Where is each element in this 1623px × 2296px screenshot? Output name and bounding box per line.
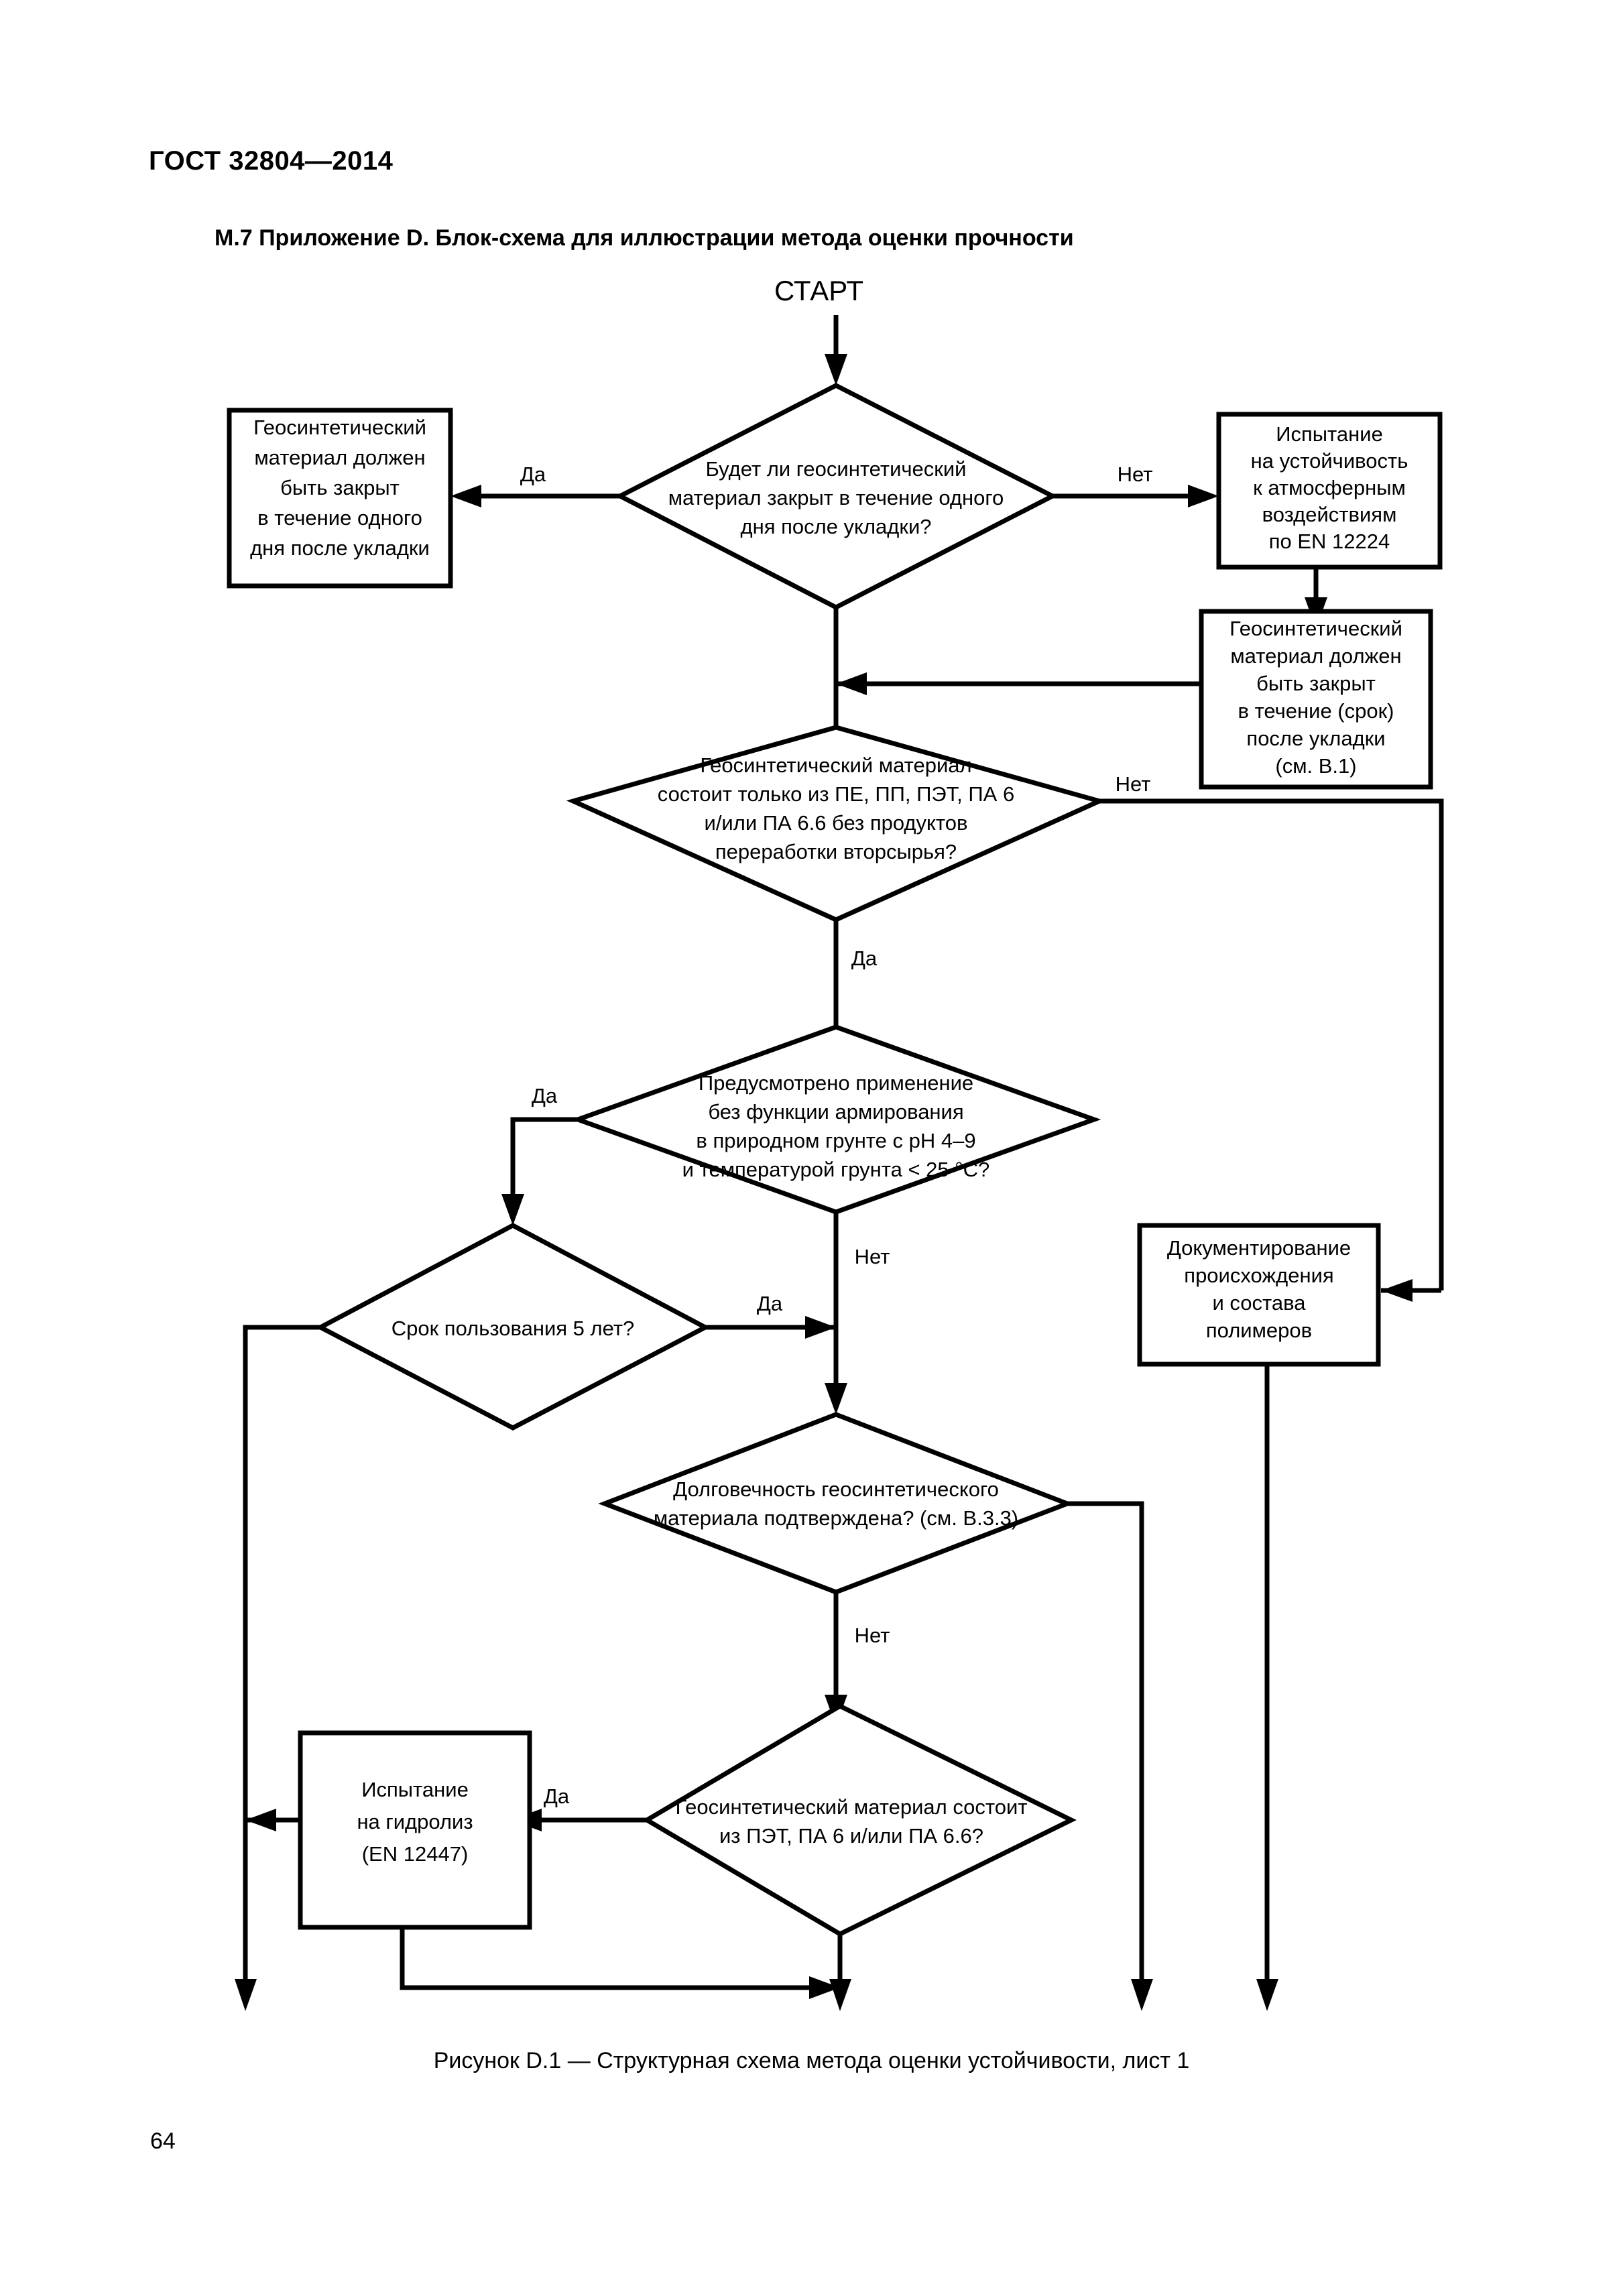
node-box-one-day-line-3: быть закрыт (280, 476, 400, 499)
edge-label-decision1-no: Нет (1118, 463, 1153, 486)
node-box-weathering-line-4: воздействиям (1262, 503, 1397, 526)
arrowhead-decision1-yes (450, 485, 481, 507)
node-decision-polymer-composition[interactable] (566, 725, 1107, 922)
node-box-one-day-line-2: материал должен (254, 446, 425, 469)
node-decision2-line-4: переработки вторсырья? (715, 840, 957, 863)
node-decision2-line-1: Геосинтетический материал (700, 753, 971, 777)
node-box-weathering-line-3: к атмосферным (1253, 476, 1406, 499)
flowchart-start-label: СТАРТ (774, 275, 863, 306)
edge-label-service-life-yes: Да (757, 1292, 783, 1315)
arrowhead-bottom-4 (1256, 1979, 1278, 2011)
node-decision2-line-3: и/или ПА 6.6 без продуктов (705, 811, 968, 835)
node-decision-pet-pa[interactable] (642, 1703, 1077, 1937)
document-header: ГОСТ 32804—2014 (149, 146, 394, 176)
node-decision-durability[interactable] (598, 1412, 1074, 1595)
arrowhead-service-life-yes (805, 1316, 836, 1339)
node-box-weathering-line-1: Испытание (1276, 422, 1383, 446)
edge-durability-yes-rail (1067, 1501, 1144, 1988)
node-decision3-line-2: без функции армирования (708, 1100, 963, 1124)
node-box-documentation-line-4: полимеров (1206, 1319, 1312, 1342)
edge-label-decision2-no: Нет (1116, 772, 1151, 796)
edge-label-decision3-yes: Да (532, 1084, 558, 1107)
node-decision1-line-2: материал закрыт в течение одного (668, 486, 1004, 509)
arrowhead-bottom-2 (829, 1979, 851, 2011)
node-decision2-line-2: состоит только из ПЕ, ПП, ПЭТ, ПА 6 (658, 782, 1014, 806)
node-box-cover-line-1: Геосинтетический (1229, 617, 1402, 640)
node-decision3-line-3: в природном грунте с pH 4–9 (696, 1129, 975, 1152)
node-decision-durability-line-1: Долговечность геосинтетического (673, 1477, 999, 1501)
node-box-hydrolysis-test[interactable] (298, 1730, 532, 1930)
node-box-one-day[interactable] (227, 408, 453, 589)
arrowhead-bottom-1 (235, 1979, 257, 2011)
arrowhead-hydrolysis-join (809, 1976, 840, 1999)
node-box-cover-line-6: (см. B.1) (1275, 754, 1356, 778)
edge-decision3-yes (510, 1117, 578, 1207)
node-decision1-line-3: дня после укладки? (740, 515, 931, 538)
arrowhead-bottom-3 (1131, 1979, 1153, 2011)
edge-label-durability-no: Нет (855, 1624, 890, 1647)
node-box-cover-period[interactable] (1199, 609, 1433, 790)
node-decision-durability-line-2: материала подтверждена? (см. B.3.3) (654, 1506, 1018, 1530)
arrowhead-start (825, 354, 847, 385)
figure-caption: Рисунок D.1 — Структурная схема метода о… (433, 2048, 1190, 2073)
node-decision3-line-4: и температурой грунта < 25 °С? (682, 1158, 990, 1181)
arrowhead-service-life-in (501, 1194, 524, 1225)
node-box-hydrolysis-line-1: Испытание (361, 1778, 469, 1801)
node-box-weathering-line-2: на устойчивость (1251, 449, 1408, 473)
edge-decision2-no (1099, 798, 1444, 1290)
arrowhead-cover-to-trunk (836, 672, 867, 695)
page-number: 64 (150, 2128, 176, 2154)
node-box-hydrolysis-line-2: на гидролиз (357, 1810, 473, 1833)
node-decision-petpa-line-2: из ПЭТ, ПА 6 и/или ПА 6.6? (719, 1824, 983, 1848)
node-decision3-line-1: Предусмотрено применение (699, 1071, 973, 1095)
arrowhead-decision1-no (1188, 485, 1219, 507)
node-decision-covered-one-day[interactable] (615, 383, 1058, 610)
edge-service-life-no-rail (243, 1325, 320, 1988)
node-box-documentation-line-2: происхождения (1184, 1264, 1333, 1287)
node-box-hydrolysis-line-3: (EN 12447) (362, 1842, 469, 1866)
section-title: М.7 Приложение D. Блок-схема для иллюстр… (215, 225, 1074, 251)
node-box-cover-line-3: быть закрыт (1256, 672, 1376, 695)
node-box-cover-line-5: после укладки (1246, 727, 1385, 750)
node-box-documentation-line-1: Документирование (1167, 1236, 1351, 1260)
node-box-one-day-line-5: дня после укладки (250, 536, 430, 560)
edge-label-petpa-yes: Да (544, 1785, 570, 1808)
arrowhead-durability-in (825, 1383, 847, 1414)
node-box-one-day-line-1: Геосинтетический (253, 416, 426, 439)
node-decision-petpa-line-1: Геосинтетический материал состоит (675, 1795, 1027, 1819)
edge-label-decision1-yes: Да (520, 463, 546, 486)
node-decision-service-life-line-1: Срок пользования 5 лет? (392, 1317, 635, 1340)
node-decision-no-reinforcement[interactable] (570, 1024, 1101, 1215)
node-box-weathering-line-5: по EN 12224 (1269, 530, 1390, 553)
edge-label-decision2-yes: Да (851, 947, 878, 970)
node-box-weathering-test[interactable] (1216, 412, 1443, 570)
node-box-documentation-line-3: и состава (1213, 1291, 1307, 1315)
node-box-cover-line-2: материал должен (1230, 644, 1401, 668)
node-decision1-line-1: Будет ли геосинтетический (706, 457, 967, 481)
edge-label-decision3-no: Нет (855, 1245, 890, 1268)
node-box-cover-line-4: в течение (срок) (1238, 699, 1394, 723)
edge-hydrolysis-bottom (400, 1927, 821, 1990)
node-box-documentation[interactable] (1137, 1223, 1381, 1367)
arrowhead-hydrolysis-out (245, 1809, 276, 1831)
node-decision-service-life[interactable] (315, 1223, 711, 1431)
node-box-one-day-line-4: в течение одного (257, 506, 422, 530)
